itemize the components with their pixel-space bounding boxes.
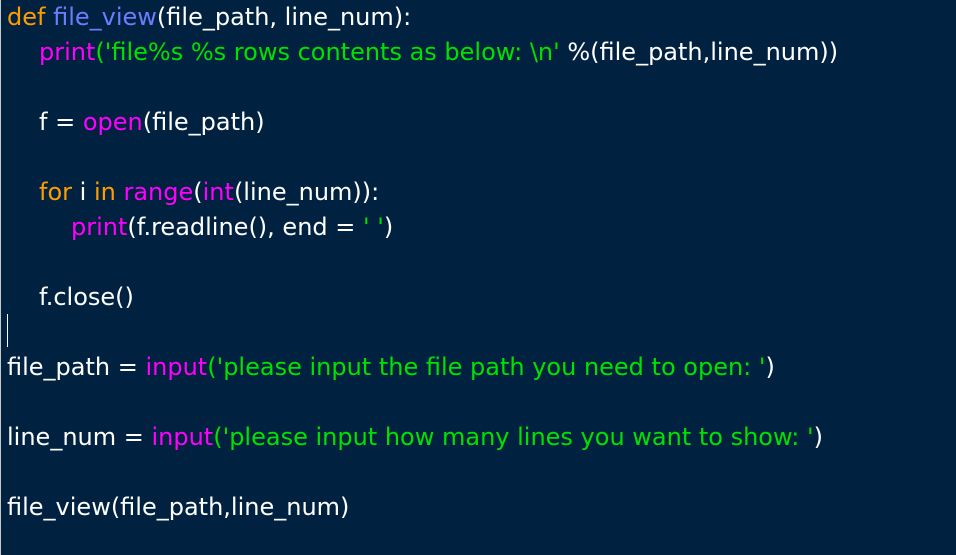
code-line-6[interactable]: for i in range(int(line_num)):: [7, 175, 379, 210]
paren: (: [207, 353, 217, 381]
builtin-input: input: [151, 423, 214, 451]
assignment: file_path =: [7, 353, 146, 381]
paren: ): [383, 213, 394, 241]
call-args: (line_num)):: [233, 178, 380, 206]
paren: (: [193, 178, 203, 206]
code-line-13[interactable]: line_num = input('please input how many …: [7, 420, 823, 455]
builtin-input: input: [145, 353, 208, 381]
paren: ): [765, 353, 775, 381]
function-name: file_view: [53, 3, 157, 31]
builtin-open: open: [82, 108, 143, 136]
keyword-for: for: [39, 178, 72, 206]
code-line-2[interactable]: print('file%s %s rows contents as below:…: [7, 35, 838, 70]
code-line-4[interactable]: f = open(file_path): [7, 105, 265, 140]
paren: ): [813, 423, 823, 451]
builtin-int: int: [202, 178, 234, 206]
code-line-11[interactable]: file_path = input('please input the file…: [7, 350, 775, 385]
builtin-range: range: [123, 178, 194, 206]
builtin-print: print: [71, 213, 128, 241]
string-literal: ' ': [363, 213, 384, 241]
keyword-def: def: [7, 3, 46, 31]
whitespace: [45, 3, 53, 31]
paren: (: [95, 38, 105, 66]
call-args: (f.readline(), end =: [127, 213, 364, 241]
string-literal: 'file%s %s rows contents as below: \n': [104, 38, 560, 66]
builtin-print: print: [39, 38, 96, 66]
loop-var: i: [72, 178, 94, 206]
code-line-1[interactable]: def file_view(file_path, line_num):: [7, 0, 411, 35]
call-args: (file_path): [142, 108, 265, 136]
code-line-15[interactable]: file_view(file_path,line_num): [7, 490, 349, 525]
string-literal: 'please input how many lines you want to…: [222, 423, 814, 451]
function-call: file_view(file_path,line_num): [7, 493, 350, 521]
method-call: f.close(): [39, 283, 134, 311]
paren: (: [213, 423, 223, 451]
format-args: %(file_path,line_num)): [559, 38, 839, 66]
text-cursor: [7, 314, 8, 347]
string-literal: 'please input the file path you need to …: [216, 353, 766, 381]
assignment: line_num =: [7, 423, 152, 451]
code-line-9[interactable]: f.close(): [7, 280, 134, 315]
assignment: f =: [39, 108, 83, 136]
code-line-7[interactable]: print(f.readline(), end = ' '): [7, 210, 393, 245]
function-params: (file_path, line_num):: [156, 3, 412, 31]
keyword-in: in: [93, 178, 116, 206]
